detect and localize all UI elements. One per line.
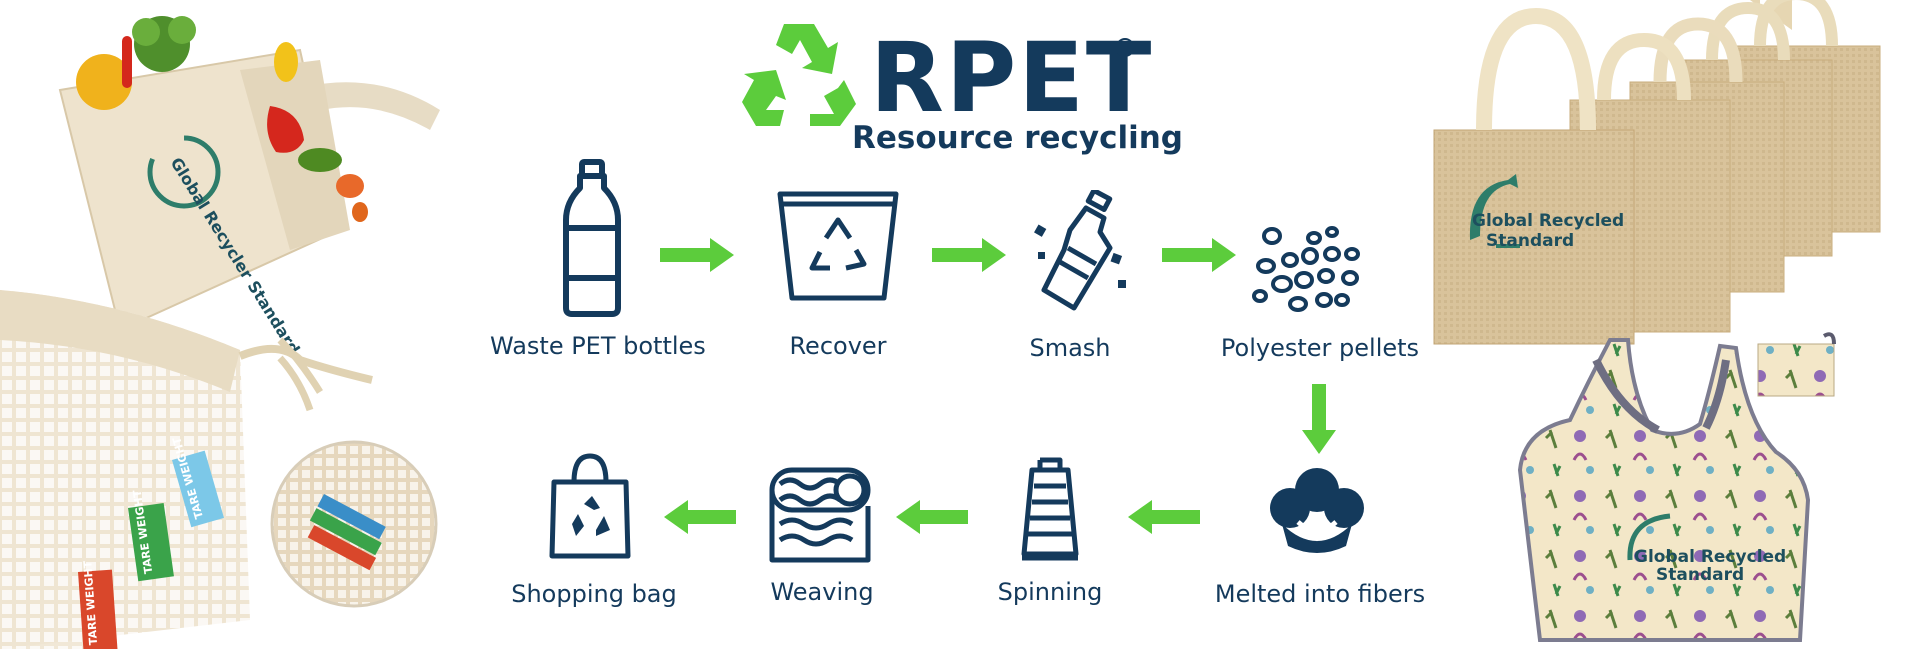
step-label: Smash: [1029, 334, 1111, 362]
step-label: Recover: [789, 332, 887, 360]
step-label: Waste PET bottles: [490, 332, 706, 360]
step-label: Spinning: [997, 578, 1103, 606]
arrow-down-icon: [1302, 384, 1336, 454]
arrow-left-icon: [664, 500, 736, 534]
cotton-bags-photo: Global Recycler Standard TARE WEIGHT TAR…: [0, 16, 440, 649]
pellets-icon: [1252, 226, 1360, 312]
recycle-icon: [742, 24, 856, 126]
brand-title: RPET: [870, 22, 1154, 134]
svg-text:TARE WEIGHT: TARE WEIGHT: [81, 560, 100, 646]
registered-mark: ®: [1112, 34, 1138, 64]
step-label: Shopping bag: [511, 580, 677, 608]
step-label: Melted into fibers: [1214, 580, 1426, 608]
page-subtitle: Resource recycling: [852, 120, 1183, 156]
vegetables: [76, 16, 368, 222]
arrow-left-icon: [1128, 500, 1200, 534]
jute-logo-line2: Standard: [1486, 231, 1574, 251]
fabric-roll-icon: [769, 467, 871, 563]
crushed-bottle-icon: [1034, 190, 1126, 311]
shopping-bag-icon: [549, 453, 631, 559]
bottle-icon: [563, 159, 621, 317]
arrow-right-icon: [932, 238, 1006, 272]
jute-bag-stack: Global Recycled Standard: [1433, 0, 1881, 345]
mesh-bag: [0, 290, 373, 649]
foldable-logo-line2: Standard: [1656, 565, 1744, 585]
tare-weight-tag: TARE WEIGHT: [78, 560, 118, 649]
yarn-spool-icon: [1021, 457, 1079, 561]
foldable-logo-line1: Global Recycled: [1634, 547, 1786, 567]
cotton-fiber-icon: [1270, 468, 1364, 553]
folded-pouch: [1757, 332, 1836, 397]
step-label: Weaving: [770, 578, 874, 606]
jute-logo-line1: Global Recycled: [1472, 211, 1624, 231]
tare-weight-tag: TARE WEIGHT: [128, 489, 174, 582]
arrow-right-icon: [660, 238, 734, 272]
arrow-left-icon: [896, 500, 968, 534]
recycle-bin-icon: [777, 191, 899, 301]
step-label: Polyester pellets: [1220, 334, 1420, 362]
arrow-right-icon: [1162, 238, 1236, 272]
foldable-bag: Global Recycled Standard: [1517, 338, 1811, 642]
recycled-bags-photo: Global Recycled Standard Global Recycled…: [1433, 0, 1881, 642]
mesh-closeup: [270, 440, 438, 608]
